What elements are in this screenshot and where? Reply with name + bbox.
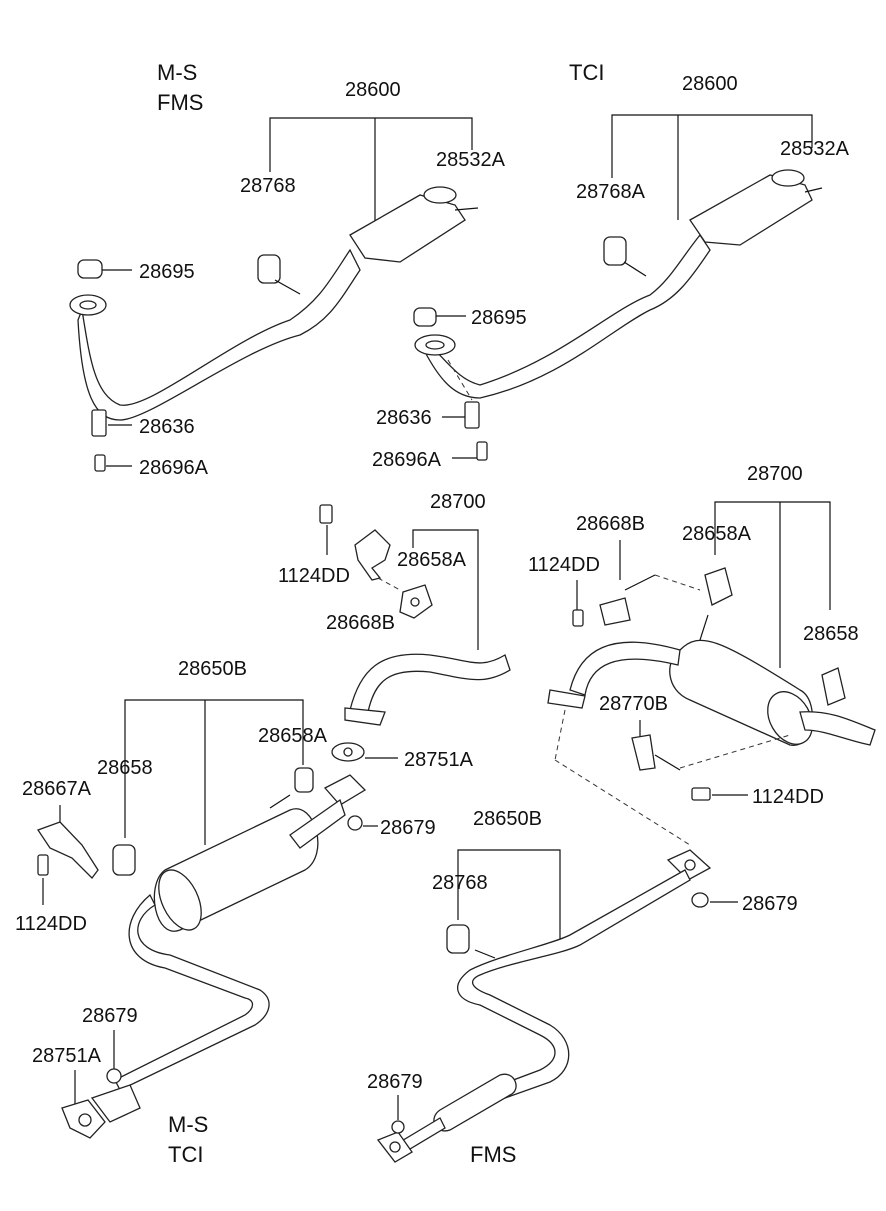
part-label-28658-left: 28658 <box>97 757 153 779</box>
bracket-28667a <box>37 821 99 879</box>
part-label-28600-right: 28600 <box>682 73 738 95</box>
section-label-ms-tci-line1: M-S <box>168 1112 208 1137</box>
bolt-1124dd-right-bottom <box>691 787 711 801</box>
part-label-28667a: 28667A <box>22 778 92 800</box>
part-label-28658a-bottom-left: 28658A <box>258 725 328 747</box>
hanger-rubber-28768-left <box>257 254 281 284</box>
part-label-28668b-right: 28668B <box>576 513 645 535</box>
part-label-28658a-right: 28658A <box>682 523 752 545</box>
part-label-28751a-lower: 28751A <box>32 1045 102 1067</box>
nut-28679-bottom <box>391 1120 405 1134</box>
hanger-28658a-right <box>704 567 733 606</box>
front-pipe-assembly-right: 28600 28768A 28532A 28695 28636 28696A <box>372 73 850 471</box>
part-label-28658-right: 28658 <box>803 623 859 645</box>
part-label-28658a-middle: 28658A <box>397 549 467 571</box>
hanger-28658-left <box>112 844 136 876</box>
flange-muffler-left <box>323 774 367 806</box>
spring-28636-right <box>464 401 480 429</box>
spring-28636-left <box>91 409 107 437</box>
part-label-28636-left: 28636 <box>139 416 195 438</box>
part-label-28700-middle: 28700 <box>430 491 486 513</box>
bolt-28696a-right <box>476 441 488 461</box>
main-muffler-assembly-left: 28650B 28658A 28751A 28658 28667A 1124DD… <box>15 658 474 1139</box>
part-label-1124dd-left: 1124DD <box>15 913 87 935</box>
gasket-28695-left <box>77 259 103 279</box>
center-pipe-assembly-fms: 28650B 28768 28679 28679 <box>367 808 798 1163</box>
nut-28679-right <box>347 815 363 831</box>
center-pipe-middle <box>349 653 511 713</box>
hanger-28658-right <box>821 667 846 706</box>
resonator-fms <box>433 1073 517 1132</box>
part-label-28768a-right: 28768A <box>576 181 646 203</box>
section-label-tci: TCI <box>569 60 604 85</box>
catalytic-converter-right <box>689 174 813 246</box>
part-label-28532a-left: 28532A <box>436 149 506 171</box>
part-label-28768-left: 28768 <box>240 175 296 197</box>
section-label-ms-fms-line2: FMS <box>157 90 203 115</box>
hanger-28658a-bottom-left <box>294 767 314 793</box>
part-label-28679-lower-left: 28679 <box>82 1005 138 1027</box>
part-label-28532a-right: 28532A <box>780 138 850 160</box>
center-pipe-fms <box>457 869 691 1099</box>
part-label-28668b-middle: 28668B <box>326 612 395 634</box>
bracket-28668b-right <box>599 597 631 626</box>
hanger-rubber-28768a-right <box>603 236 627 266</box>
part-label-28751a-upper: 28751A <box>404 749 474 771</box>
connecting-pipe-left <box>114 893 270 1091</box>
center-pipe-assembly-middle: 28700 1124DD 28658A 28668B <box>278 491 511 726</box>
part-label-28695-left: 28695 <box>139 261 195 283</box>
tail-pipe-right <box>799 711 876 746</box>
part-label-28679-upper-left: 28679 <box>380 817 436 839</box>
nut-28679-right-middle <box>691 892 709 908</box>
nut-28679-lower-left <box>106 1068 122 1084</box>
part-label-28768-right: 28768 <box>432 872 488 894</box>
main-muffler-assembly-right: 28700 28668B 28658A 1124DD 28658 28770B … <box>528 463 876 846</box>
part-label-1124dd-middle: 1124DD <box>278 565 350 587</box>
part-label-28679-right-middle: 28679 <box>742 893 798 915</box>
flange-28679-lower <box>90 1084 141 1123</box>
front-pipe-left <box>77 248 361 421</box>
part-label-1124dd-right-top: 1124DD <box>528 554 600 576</box>
bracket-28770b <box>631 734 656 771</box>
part-label-28636-right: 28636 <box>376 407 432 429</box>
hanger-28768-bottom <box>446 924 470 954</box>
catalytic-converter-left <box>349 194 466 263</box>
part-label-28679-bottom: 28679 <box>367 1071 423 1093</box>
part-label-28650b-left: 28650B <box>178 658 247 680</box>
part-label-28700-right: 28700 <box>747 463 803 485</box>
section-label-ms-fms-line1: M-S <box>157 60 197 85</box>
part-label-28696a-right: 28696A <box>372 449 442 471</box>
section-label-fms: FMS <box>470 1142 516 1167</box>
front-pipe-right <box>424 233 711 399</box>
part-label-28650b-right: 28650B <box>473 808 542 830</box>
bolt-1124dd-left <box>37 854 49 876</box>
part-label-28600-left: 28600 <box>345 79 401 101</box>
part-label-28695-right: 28695 <box>471 307 527 329</box>
part-label-28770b: 28770B <box>599 693 668 715</box>
bolt-1124dd-right-top <box>572 609 584 627</box>
front-pipe-assembly-left: 28600 28768 28532A 28695 28636 28696A <box>69 79 506 479</box>
bolt-1124dd-middle <box>319 504 333 524</box>
bracket-28668b-middle <box>354 529 391 581</box>
bolt-28696a-left <box>94 454 106 472</box>
part-label-1124dd-right-bottom: 1124DD <box>752 786 824 808</box>
gasket-28695-right <box>413 307 437 327</box>
part-label-28696a-left: 28696A <box>139 457 209 479</box>
section-label-ms-tci-line2: TCI <box>168 1142 203 1167</box>
